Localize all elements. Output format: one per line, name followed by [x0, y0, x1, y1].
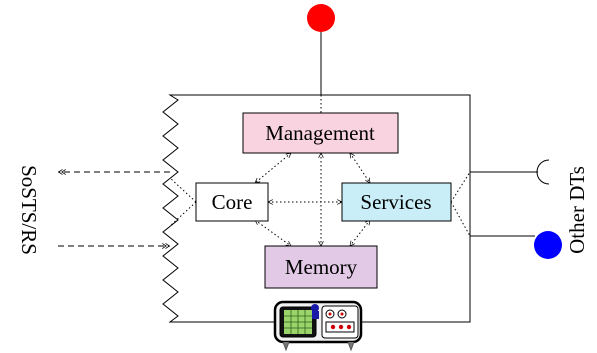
core-box: Core [195, 182, 269, 222]
right-interface-label: Other DTs [565, 166, 589, 254]
internal-dotted-links [169, 95, 471, 246]
provided-interface-blue-dot [534, 231, 562, 259]
management-label: Management [265, 121, 375, 145]
services-box: Services [341, 182, 452, 222]
services-label: Services [360, 190, 431, 214]
top-port-red-dot [307, 4, 335, 32]
management-box: Management [242, 112, 399, 154]
required-interface-socket [536, 159, 550, 185]
memory-label: Memory [285, 255, 358, 279]
left-interface-label: SoSTS/RS [17, 165, 41, 255]
memory-box: Memory [264, 245, 378, 289]
core-label: Core [212, 190, 253, 214]
digital-twin-container [162, 94, 471, 323]
computer-hardware-icon [273, 300, 363, 352]
